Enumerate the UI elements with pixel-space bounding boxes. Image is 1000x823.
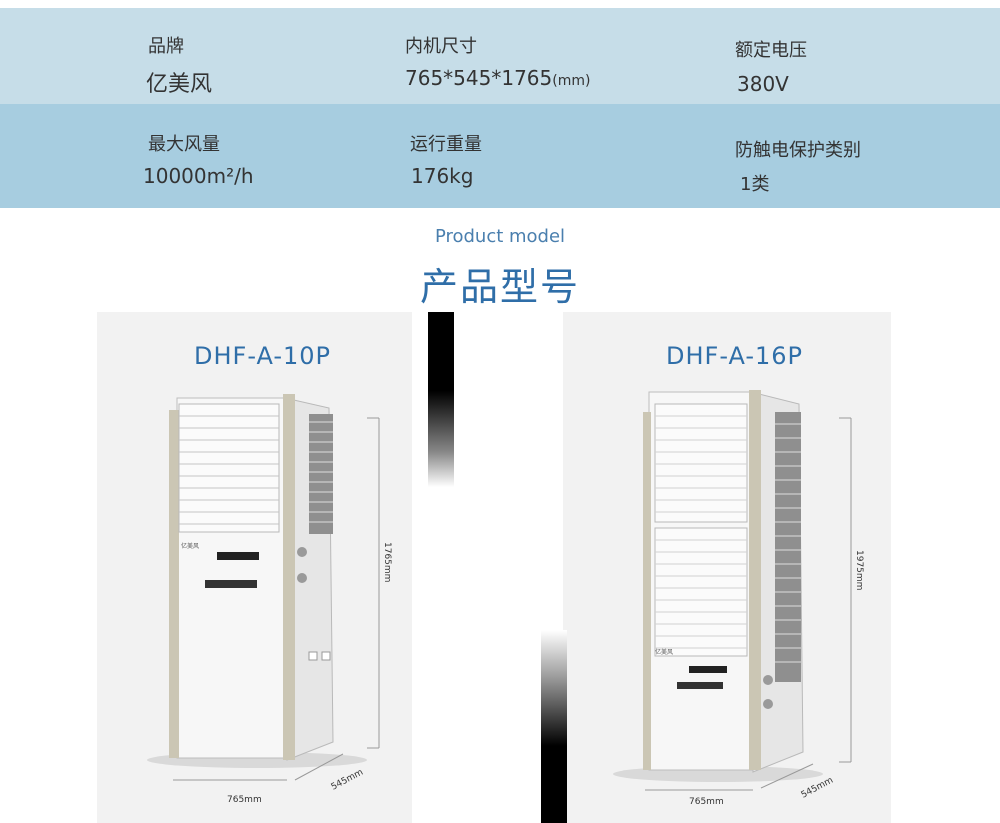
voltage-value: 380V [737, 72, 789, 96]
depth-dim-1: 545mm [330, 768, 365, 793]
size-value: 765*545*1765(mm) [405, 66, 590, 90]
badge-2: 亿美风 [655, 648, 673, 656]
height-dim-2: 1975mm [854, 550, 864, 590]
airflow-label: 最大风量 [148, 134, 220, 155]
width-dim-1: 765mm [227, 795, 262, 805]
top-strip [0, 0, 1000, 8]
product-image-2: 亿美风 1975mm 765mm 545mm [613, 390, 864, 807]
size-label: 内机尺寸 [405, 36, 477, 57]
divider-bottom [541, 630, 567, 823]
divider-top [428, 312, 454, 487]
product-card-2: DHF-A-16P [563, 312, 891, 823]
badge-1: 亿美风 [181, 542, 199, 550]
product-card-1: DHF-A-10P 亿美风 [97, 312, 412, 823]
brand-value: 亿美风 [146, 72, 213, 97]
brand-label: 品牌 [148, 36, 184, 57]
section-subtitle: Product model [434, 226, 566, 247]
section-title: 产品型号 [419, 265, 580, 309]
height-dim-1: 1765mm [382, 542, 392, 582]
protection-label: 防触电保护类别 [735, 140, 861, 161]
depth-dim-2: 545mm [800, 776, 835, 801]
spec-row-1: 品牌 亿美风 内机尺寸 765*545*1765(mm) 额定电压 380V [0, 8, 1000, 104]
weight-label: 运行重量 [410, 134, 482, 155]
product-model-2: DHF-A-16P [666, 342, 804, 370]
width-dim-2: 765mm [689, 797, 724, 807]
protection-value: 1类 [740, 174, 770, 195]
product-image-1: 亿美风 1765mm 765mm 545mm [147, 394, 392, 805]
product-model-1: DHF-A-10P [194, 342, 332, 370]
airflow-value: 10000m²/h [143, 164, 254, 188]
voltage-label: 额定电压 [735, 40, 807, 61]
size-unit: (mm) [552, 73, 591, 89]
weight-value: 176kg [411, 164, 474, 188]
spec-row-2: 最大风量 10000m²/h 运行重量 176kg 防触电保护类别 1类 [0, 104, 1000, 208]
size-number: 765*545*1765 [405, 66, 553, 90]
